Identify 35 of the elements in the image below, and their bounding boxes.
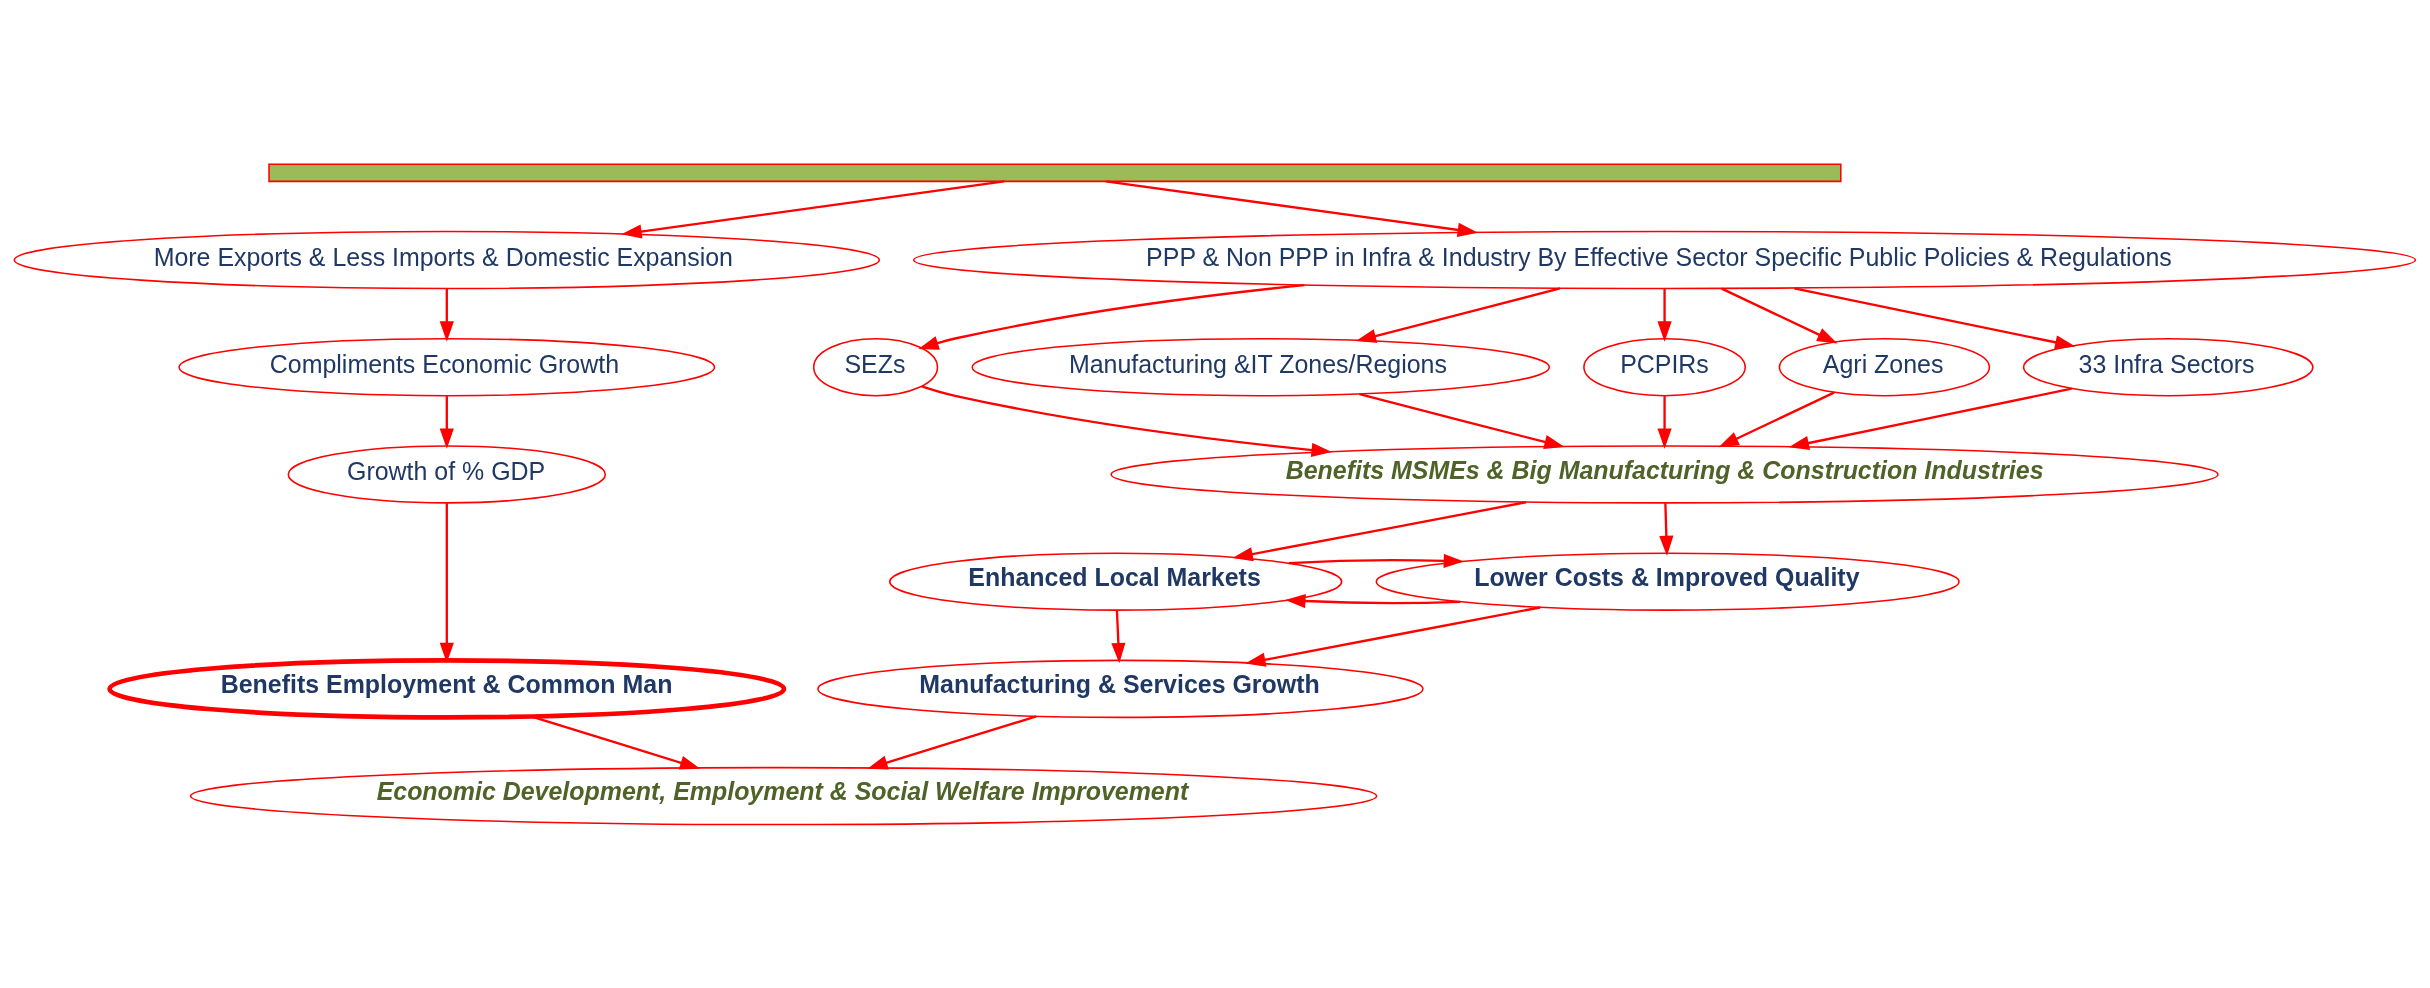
node-ellipse: Agri Zones xyxy=(1778,337,1991,396)
arrow xyxy=(1105,179,1478,237)
arrow xyxy=(1788,387,2072,450)
node-ellipse: Growth of % GDP xyxy=(287,444,607,504)
arrow xyxy=(1245,605,1541,667)
arrow xyxy=(621,179,1005,239)
node-ellipse: More Exports & Less Imports & Domestic Expansion xyxy=(13,230,881,289)
arrow xyxy=(1288,553,1464,568)
node-ellipse: Manufacturing &IT Zones/Regions xyxy=(971,337,1550,396)
arrow xyxy=(439,502,454,663)
arrow xyxy=(1285,593,1461,608)
node-box xyxy=(268,162,1842,182)
arrow xyxy=(1657,395,1672,449)
arrow xyxy=(1355,286,1561,343)
node-ellipse: Benefits Employment & Common Man xyxy=(107,657,787,720)
node-ellipse: PCPIRs xyxy=(1583,337,1746,396)
node-ellipse: Economic Development, Employment & Social Welfare Improvement xyxy=(189,766,1378,825)
arrow xyxy=(1111,610,1126,663)
arrow xyxy=(1657,288,1672,342)
arrow xyxy=(439,288,454,342)
node-ellipse: 33 Infra Sectors xyxy=(2022,337,2314,396)
arrow xyxy=(918,283,1305,350)
arrow xyxy=(1718,391,1835,447)
arrow xyxy=(1721,287,1838,343)
node-ellipse: Compliments Economic Growth xyxy=(178,337,716,396)
node-ellipse: Manufacturing & Services Growth xyxy=(817,659,1424,718)
arrow xyxy=(1359,392,1565,449)
arrow xyxy=(921,384,1332,457)
arrow xyxy=(1794,286,2076,349)
arrow xyxy=(1232,500,1527,561)
arrow xyxy=(867,714,1037,769)
arrow xyxy=(531,715,701,770)
arrow xyxy=(1659,502,1674,556)
node-ellipse: PPP & Non PPP in Infra & Industry By Effective Sector Specific Public Policies & Regulations xyxy=(912,230,2417,289)
arrow xyxy=(439,395,454,449)
